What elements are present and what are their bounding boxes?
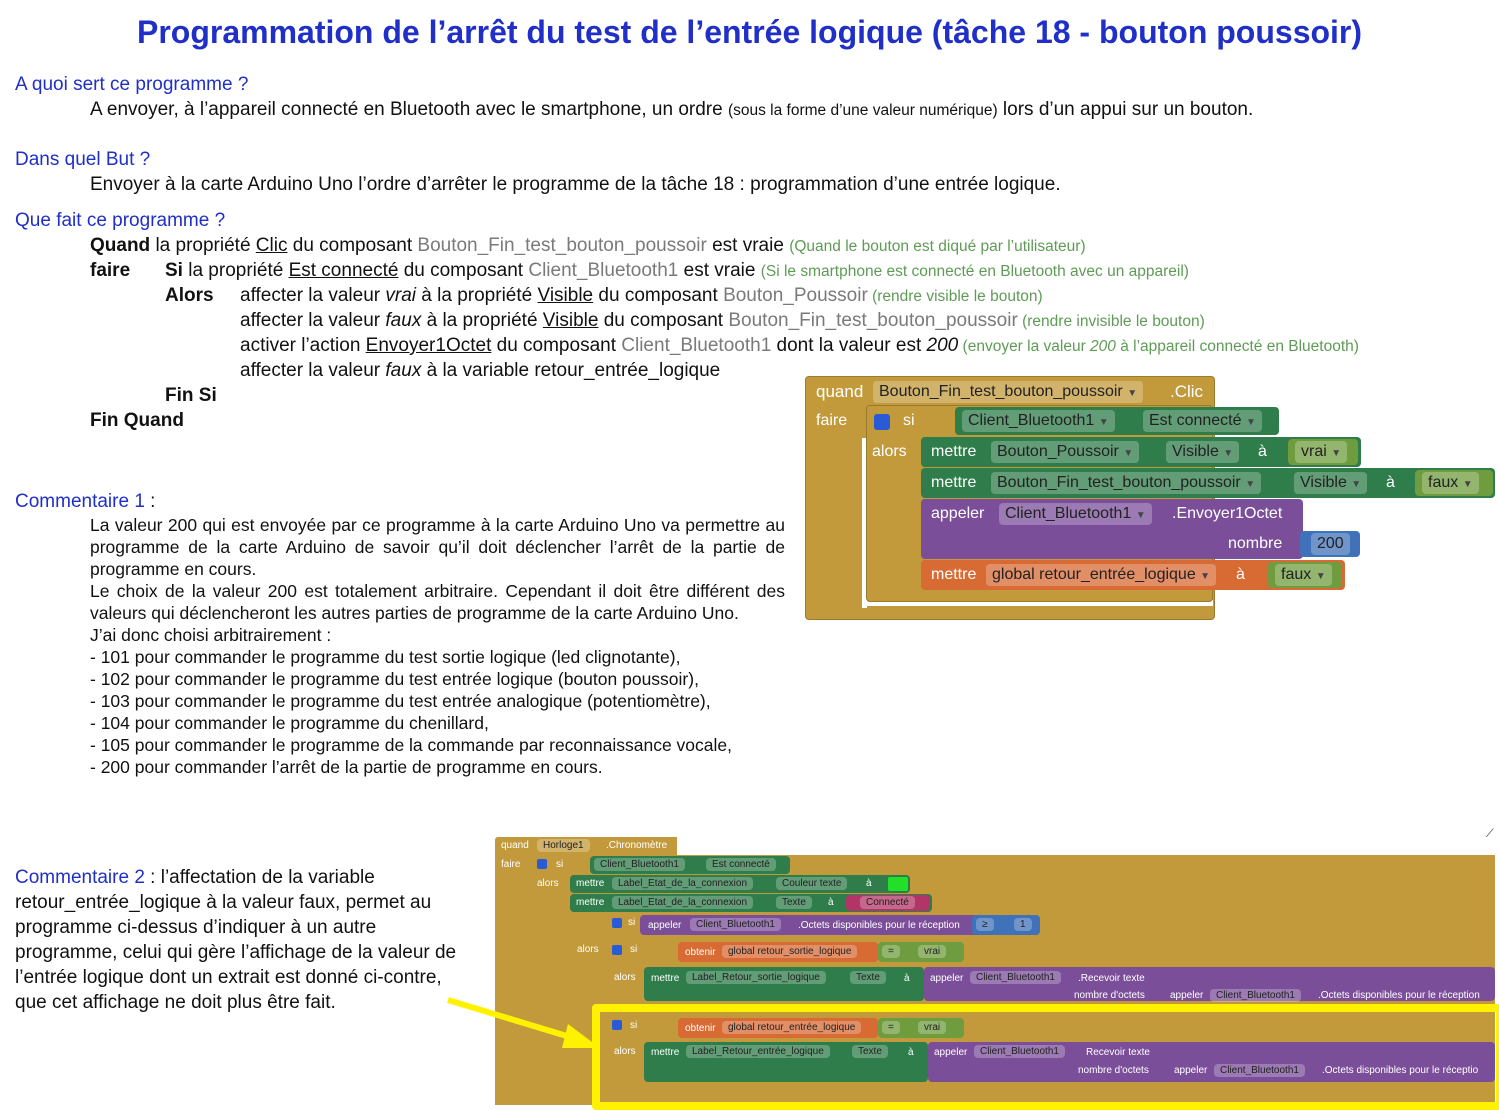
question-purpose: A quoi sert ce programme ?: [15, 74, 249, 95]
comment1-item: - 103 pour commander le programme du tes…: [90, 691, 711, 711]
arrow-icon: [447, 997, 600, 1048]
page-title: Programmation de l’arrêt du test de l’en…: [136, 14, 1363, 50]
block-kw-faire: faire: [816, 412, 848, 429]
algo-kw-alors: Alors: [165, 285, 214, 306]
block-event-clic: .Clic: [1170, 382, 1204, 401]
set-block-visible-faux: [921, 468, 1495, 498]
gear-icon: [612, 918, 622, 928]
gear-icon: [874, 414, 890, 430]
resize-handle-icon: ⟋: [1484, 826, 1494, 842]
comment1-item: - 102 pour commander le programme du tes…: [90, 669, 699, 689]
answer-purpose: A envoyer, à l’appareil connecté en Blue…: [90, 99, 1254, 120]
comment1-p1: La valeur 200 qui est envoyée par ce pro…: [90, 515, 785, 579]
algo-line-si: Si la propriété Est connecté du composan…: [165, 260, 1189, 281]
color-swatch-green: [888, 877, 908, 891]
property-block-est-connecte: [955, 407, 1279, 435]
comment1-heading: Commentaire 1 :: [15, 491, 156, 512]
number-200: 200: [1311, 533, 1350, 555]
highlight-frame: [592, 1004, 1499, 1110]
set-block-visible-vrai: [921, 437, 1361, 467]
comment1-item: - 200 pour commander l’arrêt de la parti…: [90, 757, 603, 777]
block-kw-si: si: [903, 412, 915, 429]
algo-line-envoyer: activer l’action Envoyer1Octet du compos…: [240, 335, 1359, 356]
gear-icon: [537, 859, 547, 869]
algo-fin-quand: Fin Quand: [90, 410, 184, 431]
answer-goal: Envoyer à la carte Arduino Uno l’ordre d…: [90, 174, 1061, 195]
algo-line-quand: Quand la propriété Clic du composant Bou…: [90, 235, 1086, 256]
algo-line-visible-vrai: affecter la valeur vrai à la propriété V…: [240, 285, 1043, 306]
algo-fin-si: Fin Si: [165, 385, 217, 406]
block-dropdown-button: Bouton_Fin_test_bouton_poussoir ▼: [873, 381, 1144, 403]
question-goal: Dans quel But ?: [15, 149, 151, 170]
algo-line-variable: affecter la valeur faux à la variable re…: [240, 360, 721, 381]
block-kw-alors: alors: [872, 443, 907, 460]
algo-kw-faire: faire: [90, 260, 131, 281]
question-what: Que fait ce programme ?: [15, 210, 226, 231]
comment2-body: Commentaire 2 : l’affectation de la vari…: [15, 867, 457, 1013]
comment1-p3: J’ai donc choisi arbitrairement :: [90, 625, 332, 645]
comment1-item: - 105 pour commander le programme de la …: [90, 735, 732, 755]
comment1-p2: Le choix de la valeur 200 est totalement…: [90, 581, 785, 623]
call-block-envoyer: [921, 499, 1303, 559]
gear-icon: [612, 945, 622, 955]
block-kw-quand: quand: [816, 382, 864, 401]
comment1-item: - 104 pour commander le programme du che…: [90, 713, 489, 733]
comment1-item: - 101 pour commander le programme du tes…: [90, 647, 681, 667]
algo-line-visible-faux: affecter la valeur faux à la propriété V…: [240, 310, 1205, 331]
gear-icon: [612, 1020, 622, 1030]
comment1-body: La valeur 200 qui est envoyée par ce pro…: [90, 514, 785, 778]
